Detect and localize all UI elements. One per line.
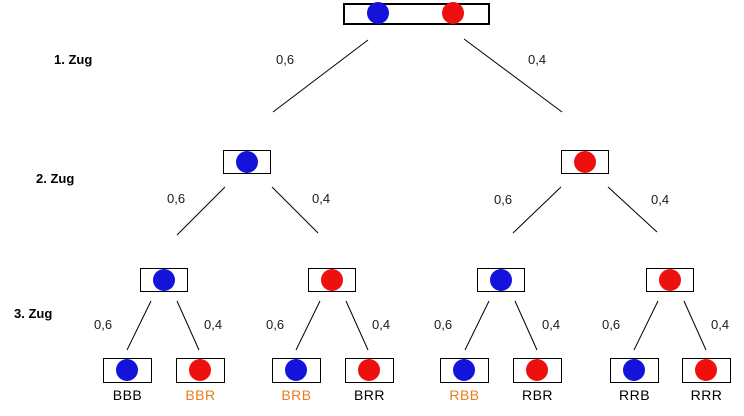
red-ball [358, 359, 380, 381]
red-ball [659, 269, 681, 291]
red-ball [189, 359, 211, 381]
outcome-label-brr: BRR [353, 387, 386, 403]
branch-line-l3-3 [295, 300, 321, 351]
blue-ball [153, 269, 175, 291]
outcome-label-rbb: RBB [449, 387, 480, 403]
blue-ball [285, 359, 307, 381]
blue-ball [367, 2, 389, 24]
red-ball [574, 151, 596, 173]
prob-label: 0,6 [266, 317, 285, 332]
prob-label: 0,6 [494, 192, 513, 207]
outcome-label-brb: BRB [281, 387, 312, 403]
blue-ball [490, 269, 512, 291]
prob-label: 0,4 [711, 317, 730, 332]
branch-line-l1-right [463, 38, 563, 113]
blue-ball [623, 359, 645, 381]
prob-label: 0,4 [204, 317, 223, 332]
root-urn-box [343, 3, 490, 25]
branch-line-l3-8 [683, 300, 707, 351]
branch-line-l3-5 [464, 300, 490, 351]
prob-label: 0,6 [276, 52, 295, 67]
branch-line-l3-1 [126, 300, 152, 351]
branch-line-l3-7 [633, 300, 659, 351]
branch-line-l2-1 [176, 186, 226, 236]
prob-label: 0,6 [167, 191, 186, 206]
outcome-label-rrr: RRR [690, 387, 723, 403]
blue-ball [453, 359, 475, 381]
branch-line-l2-3 [512, 186, 562, 234]
branch-line-l3-4 [345, 300, 369, 351]
red-ball [442, 2, 464, 24]
branch-line-l3-6 [514, 300, 538, 351]
row-label-zug-1: 1. Zug [54, 52, 93, 67]
outcome-label-rrb: RRB [618, 387, 651, 403]
branch-line-l2-2 [271, 186, 319, 234]
prob-label: 0,6 [434, 317, 453, 332]
prob-label: 0,6 [94, 317, 113, 332]
red-ball [526, 359, 548, 381]
prob-label: 0,4 [312, 191, 331, 206]
prob-label: 0,4 [651, 192, 670, 207]
red-ball [695, 359, 717, 381]
blue-ball [236, 151, 258, 173]
row-label-zug-3: 3. Zug [14, 306, 53, 321]
outcome-label-bbr: BBR [185, 387, 216, 403]
red-ball [321, 269, 343, 291]
prob-label: 0,6 [602, 317, 621, 332]
prob-label: 0,4 [372, 317, 391, 332]
branch-line-l3-2 [176, 300, 200, 351]
blue-ball [116, 359, 138, 381]
outcome-label-bbb: BBB [112, 387, 143, 403]
branch-line-l2-4 [607, 186, 658, 233]
prob-label: 0,4 [542, 317, 561, 332]
row-label-zug-2: 2. Zug [36, 171, 75, 186]
branch-line-l1-left [272, 39, 369, 113]
prob-label: 0,4 [528, 52, 547, 67]
outcome-label-rbr: RBR [521, 387, 554, 403]
